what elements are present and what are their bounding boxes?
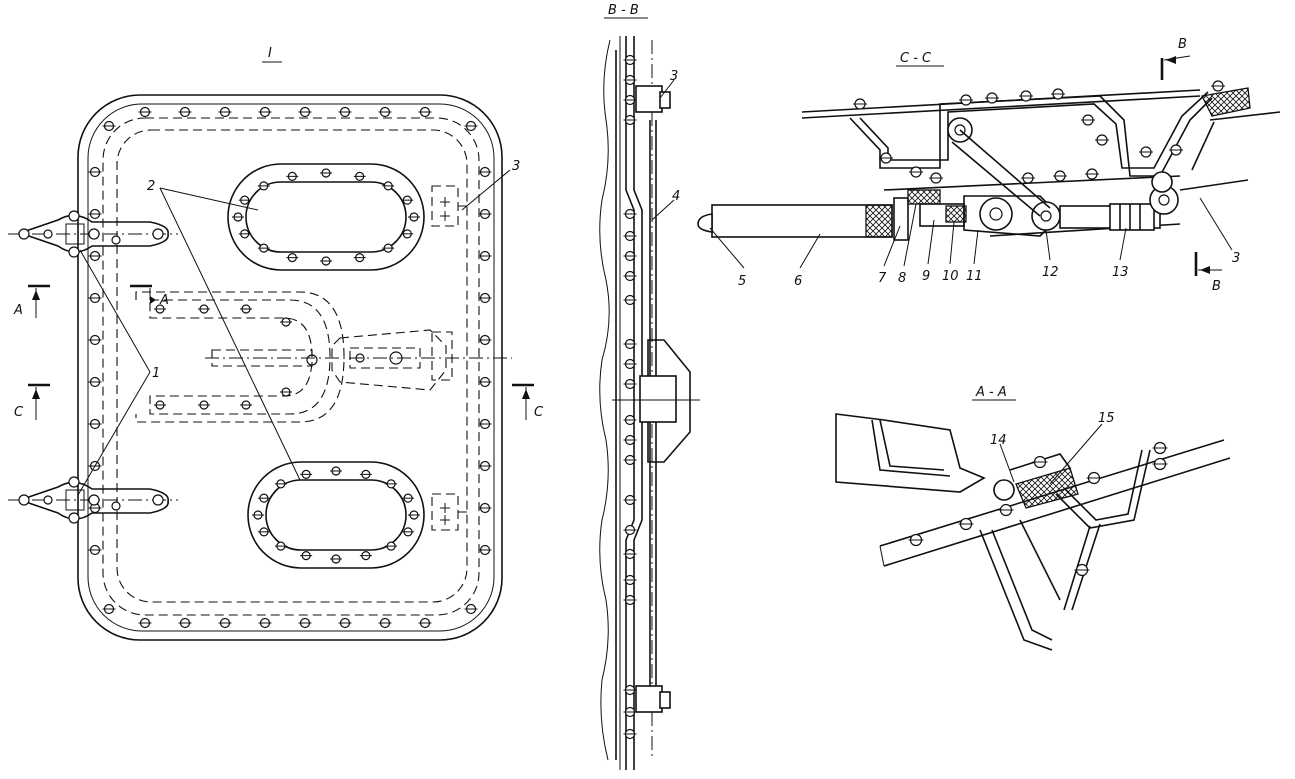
callout-7: 7: [878, 271, 887, 286]
cut-label-b-bottom: B: [1212, 279, 1221, 294]
callout-15: 15: [1098, 411, 1115, 426]
callout-8: 8: [898, 271, 906, 286]
cut-marker-a: A A: [13, 284, 169, 318]
callout-14: 14: [990, 433, 1007, 448]
view-i-title: I: [268, 46, 272, 61]
cut-label-c-left: C: [14, 405, 24, 420]
door-outline: [77, 94, 503, 641]
section-bb-title: B - B: [608, 3, 639, 18]
section-cc: C - C B B: [697, 37, 1281, 294]
cut-label-a-left: A: [13, 303, 23, 318]
callout-2: 2: [147, 179, 155, 194]
callout-1: 1: [152, 366, 160, 381]
section-aa: A - A 14 15: [835, 385, 1231, 651]
window-lower: [247, 461, 425, 569]
callout-3-cc: 3: [1232, 251, 1240, 266]
callout-4: 4: [672, 189, 680, 204]
callout-12: 12: [1042, 265, 1059, 280]
callout-11: 11: [966, 269, 983, 284]
callout-5: 5: [738, 274, 746, 289]
callouts-cc: 5 6 7 8 9 10 11 12 13 3: [709, 197, 1240, 289]
callouts-view-i: 2 1 3: [77, 159, 520, 496]
cut-marker-c: C C: [14, 383, 544, 420]
perimeter-bolts: [88, 106, 492, 629]
cut-label-b-top: B: [1178, 37, 1187, 52]
section-bb: B - B 3 4: [599, 3, 700, 770]
callout-13: 13: [1112, 265, 1129, 280]
view-i-front: I: [8, 46, 544, 641]
hinge-lower: [8, 476, 178, 524]
window-upper: [227, 163, 425, 271]
hinge-upper: [8, 210, 178, 258]
cut-label-a-inner: A: [159, 293, 169, 308]
callout-6: 6: [794, 274, 802, 289]
callout-10: 10: [942, 269, 959, 284]
callout-9: 9: [922, 269, 930, 284]
cut-label-c-right: C: [534, 405, 544, 420]
callout-3-view: 3: [512, 159, 520, 174]
section-aa-title: A - A: [975, 385, 1007, 400]
section-cc-title: C - C: [900, 51, 932, 66]
callout-3-bb: 3: [670, 69, 678, 84]
